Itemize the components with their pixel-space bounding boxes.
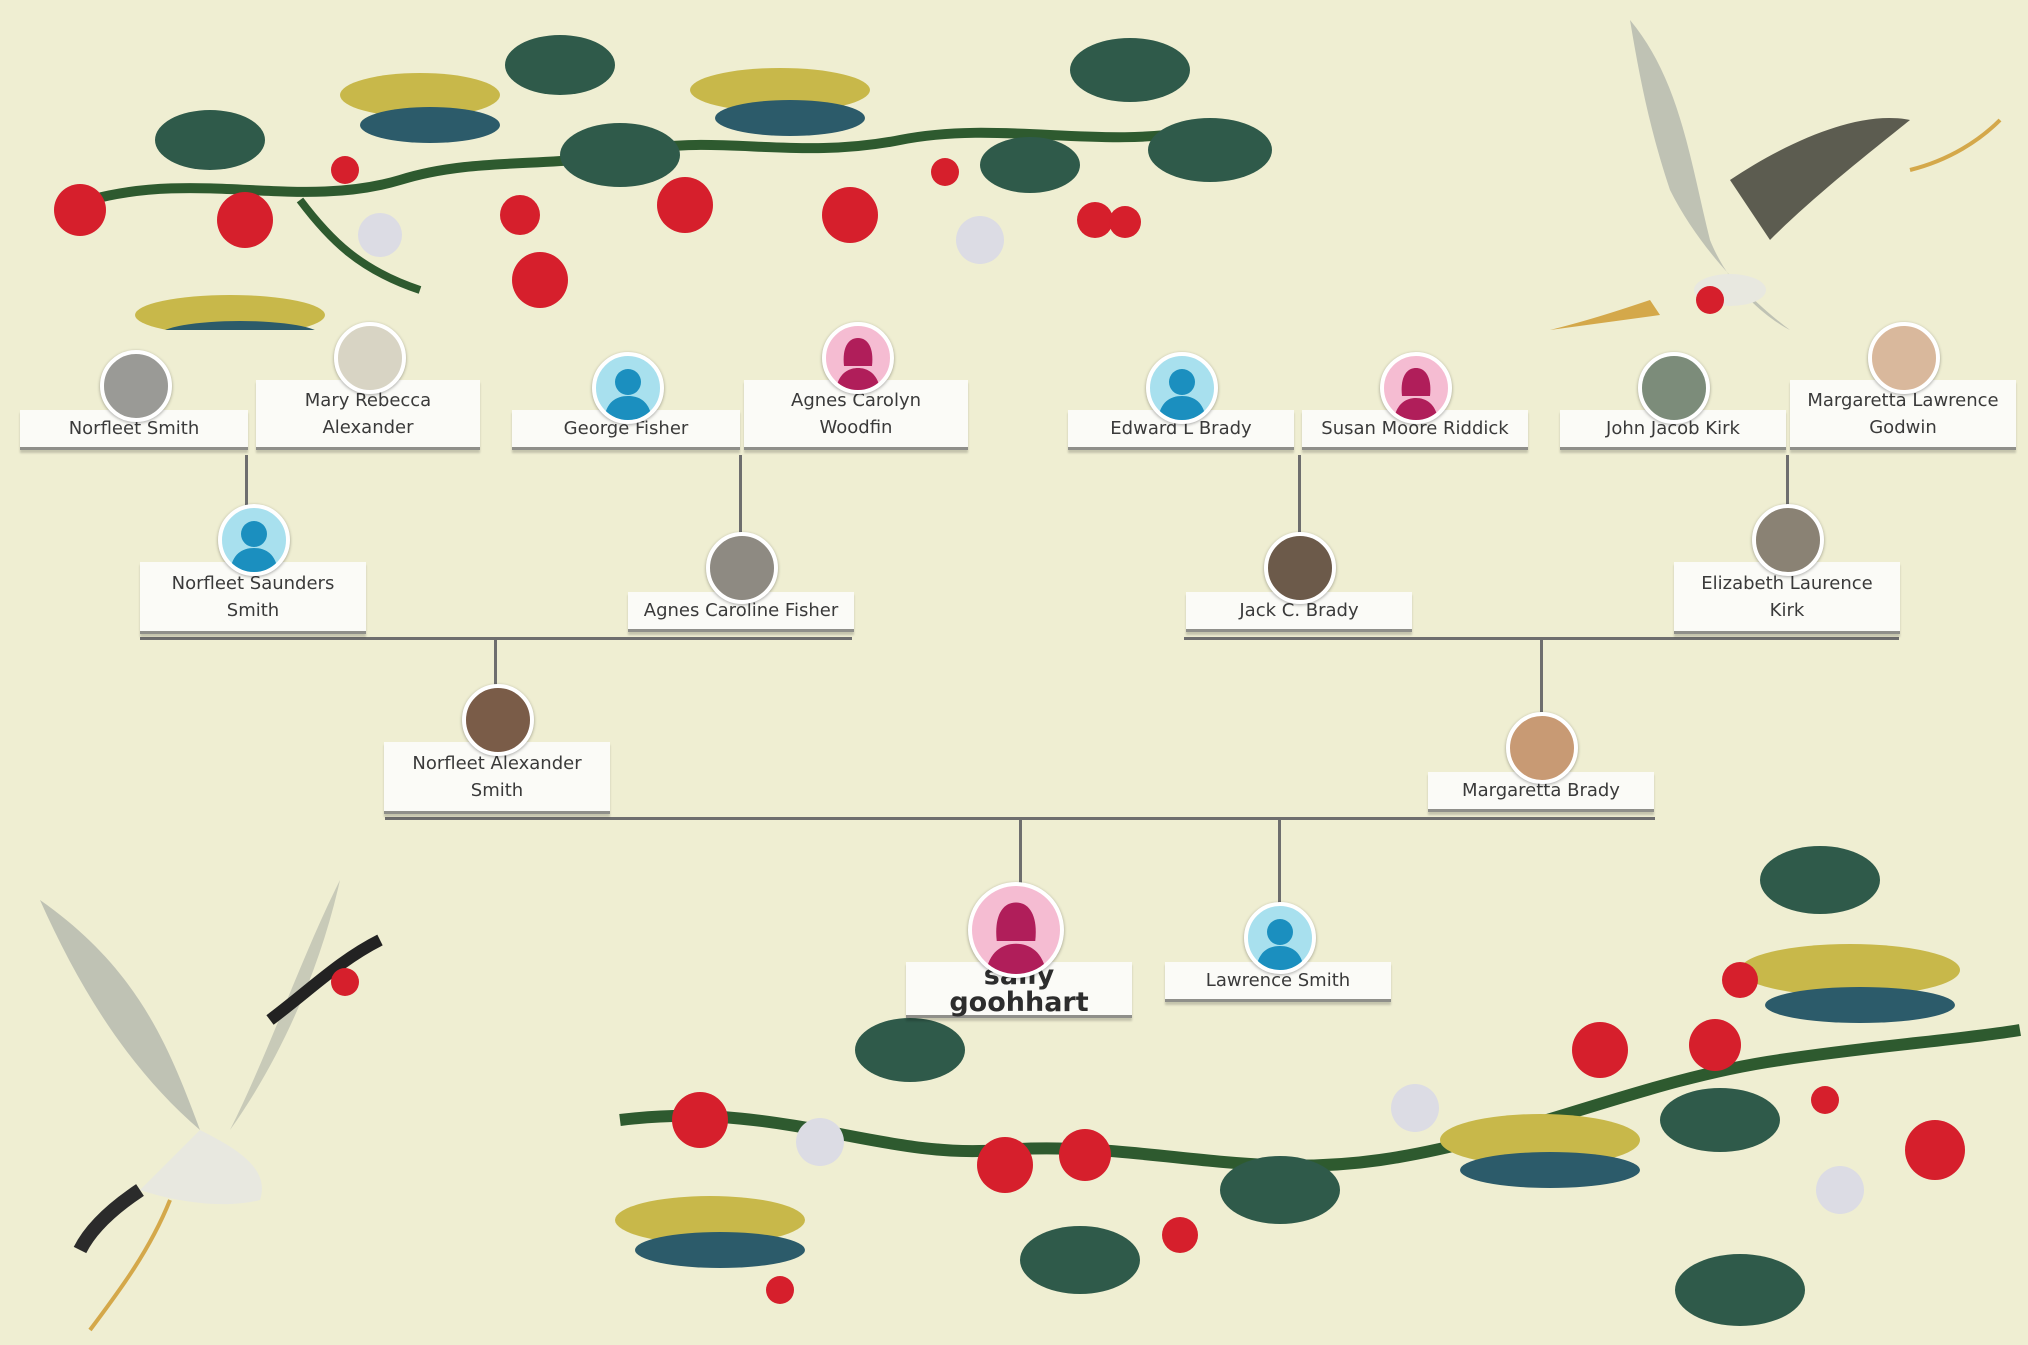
avatar-photo-margaretta-brady[interactable] bbox=[1506, 712, 1578, 784]
pine-blossom-branch-bottom bbox=[615, 846, 2021, 1326]
male-silhouette-icon[interactable] bbox=[1244, 902, 1316, 974]
avatar-photo-norfleet-smith[interactable] bbox=[100, 350, 172, 422]
male-silhouette-icon[interactable] bbox=[592, 352, 664, 424]
person-name: George Fisher bbox=[563, 418, 689, 439]
avatar-photo-norfleet-alexander-smith[interactable] bbox=[462, 684, 534, 756]
person-card-jack-brady[interactable]: Jack C. Brady bbox=[1186, 592, 1412, 632]
person-name: John Jacob Kirk bbox=[1606, 418, 1740, 439]
hline-gen1 bbox=[385, 817, 1655, 820]
couple-line-brady-riddick bbox=[1298, 455, 1301, 597]
male-silhouette-icon[interactable] bbox=[1146, 352, 1218, 424]
male-silhouette-icon[interactable] bbox=[218, 504, 290, 576]
person-name: Susan Moore Riddick bbox=[1321, 418, 1509, 439]
female-silhouette-icon[interactable] bbox=[968, 882, 1064, 978]
avatar-photo-mary-rebecca-alexander[interactable] bbox=[334, 322, 406, 394]
person-card-john-jacob-kirk[interactable]: John Jacob Kirk bbox=[1560, 410, 1786, 450]
couple-line-fisher-woodfin bbox=[739, 455, 742, 597]
avatar-photo-elizabeth-laurence-kirk[interactable] bbox=[1752, 504, 1824, 576]
person-name: Agnes Carolyn Woodfin bbox=[791, 389, 921, 438]
stem-to-margaretta-brady bbox=[1540, 640, 1543, 712]
person-card-norfleet-alexander-smith[interactable]: Norfleet Alexander Smith bbox=[384, 742, 610, 814]
person-name: Agnes Caroline Fisher bbox=[643, 600, 839, 621]
hline-gen2-right bbox=[1184, 637, 1899, 640]
avatar-photo-jack-brady[interactable] bbox=[1264, 532, 1336, 604]
person-name: Lawrence Smith bbox=[1205, 970, 1351, 991]
avatar-photo-margaretta-lawrence-godwin[interactable] bbox=[1868, 322, 1940, 394]
person-name: Jack C. Brady bbox=[1239, 600, 1359, 621]
avatar-photo-john-jacob-kirk[interactable] bbox=[1638, 352, 1710, 424]
hline-gen2-left bbox=[140, 637, 852, 640]
person-name: Margaretta Brady bbox=[1462, 780, 1620, 801]
person-name: Edward L Brady bbox=[1110, 418, 1252, 439]
person-card-margaretta-lawrence-godwin[interactable]: Margaretta Lawrence Godwin bbox=[1790, 380, 2016, 450]
person-name: Norfleet Smith bbox=[68, 418, 200, 439]
pine-blossom-branch-top bbox=[54, 35, 1272, 330]
person-name: Mary Rebecca Alexander bbox=[304, 389, 432, 438]
avatar-photo-agnes-caroline-fisher[interactable] bbox=[706, 532, 778, 604]
stem-to-norfleet-alexander bbox=[494, 640, 497, 690]
person-name: Elizabeth Laurence Kirk bbox=[1701, 572, 1873, 621]
person-name: Norfleet Saunders Smith bbox=[171, 572, 335, 621]
person-name: Norfleet Alexander Smith bbox=[412, 752, 582, 801]
person-name: Margaretta Lawrence Godwin bbox=[1807, 389, 1999, 438]
female-silhouette-icon[interactable] bbox=[1380, 352, 1452, 424]
stem-to-sally bbox=[1019, 820, 1022, 888]
crane-bottom-left bbox=[40, 880, 383, 1332]
stem-to-lawrence bbox=[1278, 820, 1281, 906]
person-card-agnes-caroline-fisher[interactable]: Agnes Caroline Fisher bbox=[628, 592, 854, 632]
female-silhouette-icon[interactable] bbox=[822, 322, 894, 394]
crane-top-right bbox=[1550, 20, 2002, 330]
